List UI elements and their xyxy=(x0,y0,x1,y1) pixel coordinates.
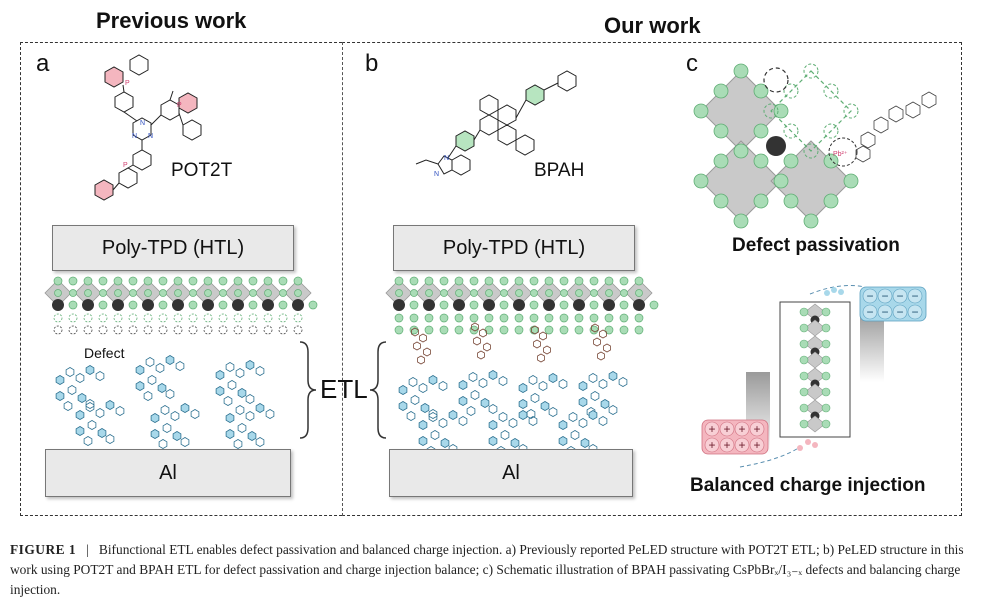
pb-ion-label: Pb²⁺ xyxy=(833,151,848,158)
svg-text:N: N xyxy=(444,155,449,162)
etl-label: ETL xyxy=(320,374,368,404)
svg-text:N: N xyxy=(140,120,145,127)
figure-caption: FIGURE 1 | Bifunctional ETL enables defe… xyxy=(10,540,976,600)
panel-separator xyxy=(342,42,343,516)
bpah-label: BPAH xyxy=(534,160,585,181)
charge-injection-schematic: −−−−−−−− ++++++++ xyxy=(701,285,927,468)
defect-label: Defect xyxy=(84,345,125,361)
al-layer-a: Al xyxy=(45,449,291,497)
svg-text:N: N xyxy=(148,133,153,140)
previous-work-frame xyxy=(20,42,342,516)
etl-molecules-b xyxy=(398,322,628,456)
htl-layer-b: Poly-TPD (HTL) xyxy=(393,225,635,271)
svg-text:P: P xyxy=(123,162,128,169)
defect-passivation-schematic: Pb²⁺ xyxy=(693,63,937,229)
etl-molecules-a xyxy=(55,355,275,449)
svg-text:+: + xyxy=(723,422,730,436)
svg-text:+: + xyxy=(753,438,760,452)
our-work-frame xyxy=(342,42,962,516)
pot2t-label: POT2T xyxy=(171,160,233,181)
panel-c-label: c xyxy=(686,50,698,77)
svg-text:−: − xyxy=(896,289,903,303)
svg-text:+: + xyxy=(753,422,760,436)
our-work-heading: Our work xyxy=(604,13,701,38)
figure-number: FIGURE 1 xyxy=(10,542,77,557)
etl-brace-left xyxy=(369,341,387,439)
al-layer-b: Al xyxy=(389,449,633,497)
etl-brace-right xyxy=(299,341,317,439)
panel-a-label: a xyxy=(36,50,50,77)
svg-text:−: − xyxy=(866,289,873,303)
svg-text:+: + xyxy=(708,422,715,436)
svg-text:P: P xyxy=(125,80,130,87)
svg-text:−: − xyxy=(911,305,918,319)
svg-text:N: N xyxy=(132,133,137,140)
svg-text:−: − xyxy=(881,305,888,319)
svg-text:+: + xyxy=(738,422,745,436)
svg-text:+: + xyxy=(708,438,715,452)
bpah-molecule-drawing: NN xyxy=(415,70,577,178)
perovskite-lattice-b xyxy=(385,276,659,335)
svg-text:−: − xyxy=(866,305,873,319)
caption-separator: | xyxy=(86,542,89,557)
svg-text:−: − xyxy=(896,305,903,319)
svg-text:N: N xyxy=(434,171,439,178)
svg-text:+: + xyxy=(723,438,730,452)
svg-text:−: − xyxy=(881,289,888,303)
svg-text:P: P xyxy=(177,102,182,109)
balanced-injection-label: Balanced charge injection xyxy=(690,475,926,496)
svg-text:+: + xyxy=(738,438,745,452)
previous-work-heading: Previous work xyxy=(96,8,247,33)
svg-text:−: − xyxy=(911,289,918,303)
htl-layer-a: Poly-TPD (HTL) xyxy=(52,225,294,271)
perovskite-lattice-a xyxy=(44,276,318,335)
panel-b-label: b xyxy=(365,50,379,77)
defect-passivation-label: Defect passivation xyxy=(732,235,900,256)
caption-text: Bifunctional ETL enables defect passivat… xyxy=(10,542,964,597)
